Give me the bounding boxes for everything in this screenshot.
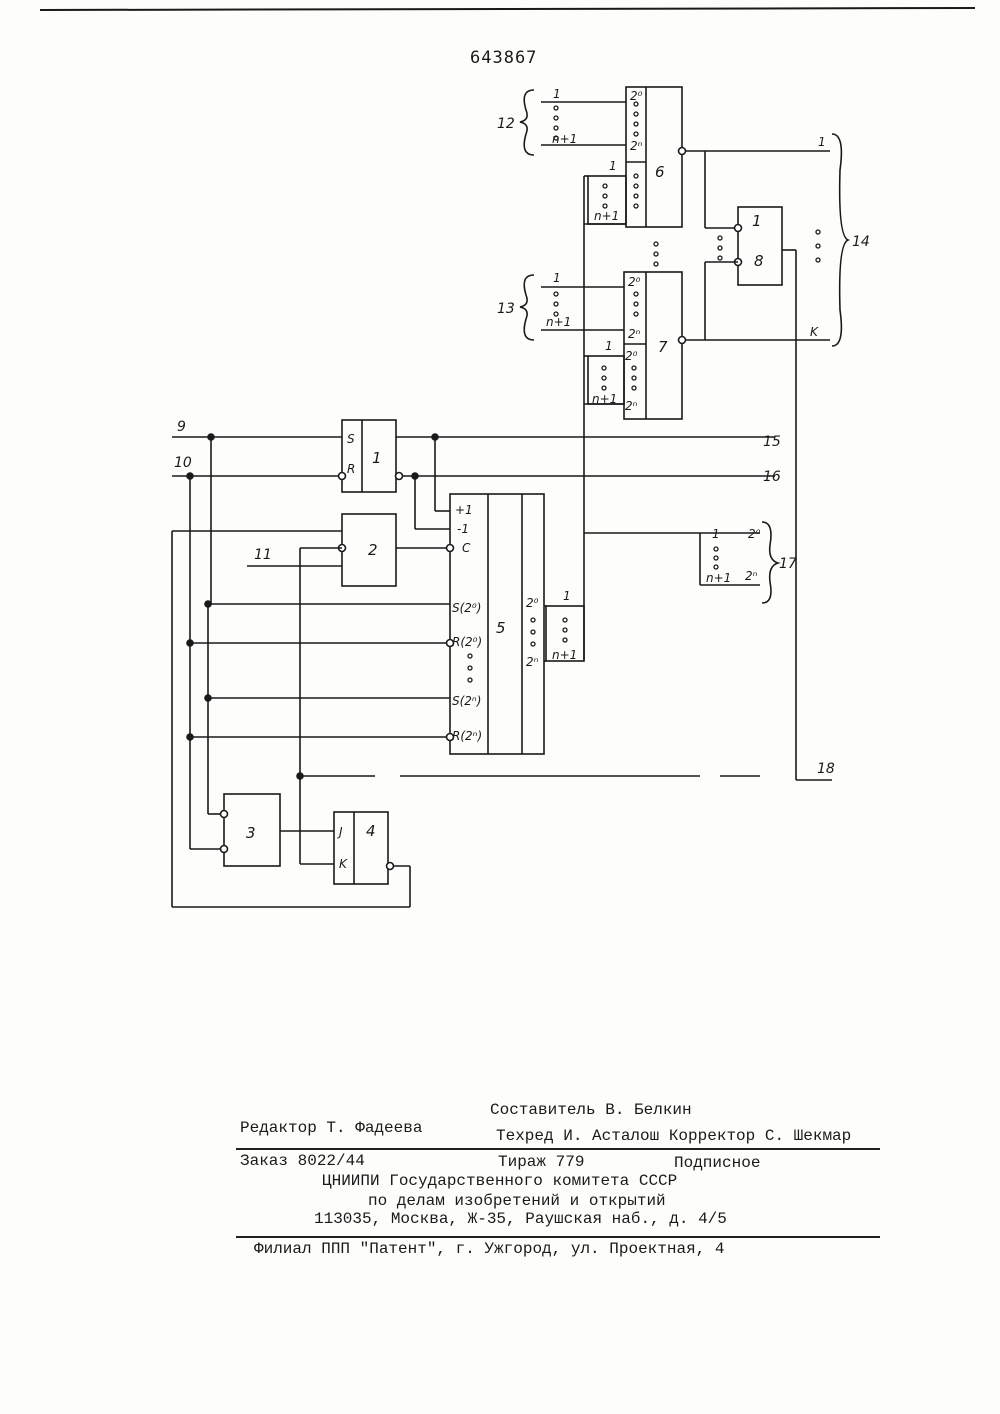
- label-block-5: 5: [496, 619, 506, 637]
- line-label-13: 13: [497, 301, 515, 317]
- line-label-11: 11: [254, 547, 272, 563]
- circuit-diagram: 6 7 8 1 1 2 3 4 5 2⁰ 2ⁿ 1 n+1 1 n+1 2⁰ 2…: [0, 0, 1000, 1000]
- port-5-s2n: S(2ⁿ): [452, 694, 481, 708]
- imprint-org2: по делам изобретений и открытий: [368, 1192, 666, 1210]
- imprint-rule-bottom: [236, 1236, 880, 1238]
- line-label-14: 14: [852, 234, 870, 250]
- line-label-18: 18: [817, 761, 835, 777]
- port-4-k: K: [339, 857, 348, 871]
- port-7-or-1: 1: [605, 339, 613, 353]
- port-7-or-n1: n+1: [592, 392, 617, 406]
- label-block-7: 7: [658, 338, 668, 356]
- imprint-order: Заказ 8022/44: [240, 1152, 365, 1170]
- bus-13-last: n+1: [546, 315, 571, 329]
- line-label-9: 9: [177, 419, 186, 435]
- imprint-compiler: Составитель В. Белкин: [490, 1101, 692, 1119]
- port-7b-2-0: 2⁰: [625, 349, 638, 363]
- port-7-2-0: 2⁰: [628, 275, 641, 289]
- port-5-out-2-0: 2⁰: [526, 596, 539, 610]
- port-5-or-1: 1: [563, 589, 571, 603]
- port-5-plus1: +1: [455, 503, 473, 517]
- bus-17-2-n: 2ⁿ: [745, 569, 758, 583]
- imprint-editor: Редактор Т. Фадеева: [240, 1119, 422, 1137]
- imprint-circulation: Тираж 779: [498, 1153, 584, 1171]
- imprint-techred: Техред И. Асталош Корректор С. Шекмар: [496, 1127, 851, 1145]
- label-block-2: 2: [368, 541, 378, 559]
- block-7: [624, 272, 682, 419]
- bus-12-last: n+1: [552, 132, 577, 146]
- imprint-rule-top: [236, 1148, 880, 1150]
- port-5-r20: R(2⁰): [452, 635, 482, 649]
- port-5-s20: S(2⁰): [452, 601, 481, 615]
- line-label-12: 12: [497, 116, 515, 132]
- port-5-or-n1: n+1: [552, 648, 577, 662]
- label-block-4: 4: [366, 822, 376, 840]
- line-label-17: 17: [779, 556, 797, 572]
- label-block-8: 8: [754, 252, 764, 270]
- port-7-2-n: 2ⁿ: [628, 327, 641, 341]
- port-6-2-n: 2ⁿ: [630, 139, 643, 153]
- line-label-10: 10: [174, 455, 192, 471]
- port-7b-2-n: 2ⁿ: [625, 399, 638, 413]
- port-6-or-n1: n+1: [594, 209, 619, 223]
- port-5-r2n: R(2ⁿ): [452, 729, 482, 743]
- label-block-6: 6: [655, 163, 665, 181]
- imprint-branch: Филиал ППП "Патент", г. Ужгород, ул. Про…: [254, 1240, 724, 1258]
- port-6-or-1: 1: [609, 159, 617, 173]
- bus-17-last: n+1: [706, 571, 731, 585]
- block-4: [334, 812, 388, 884]
- line-label-15: 15: [763, 434, 781, 450]
- output-k-label: K: [810, 325, 819, 339]
- imprint-subscription: Подписное: [674, 1154, 760, 1172]
- output-1-label: 1: [818, 135, 826, 149]
- port-4-j: J: [337, 825, 343, 839]
- bus-13-first: 1: [553, 271, 561, 285]
- line-label-16: 16: [763, 469, 781, 485]
- port-5-minus1: -1: [457, 522, 469, 536]
- label-block-3: 3: [246, 824, 256, 842]
- port-5-out-2-n: 2ⁿ: [526, 655, 539, 669]
- imprint-address: 113035, Москва, Ж-35, Раушская наб., д. …: [314, 1210, 727, 1228]
- imprint-org1: ЦНИИПИ Государственного комитета СССР: [322, 1172, 677, 1190]
- port-1-r: R: [347, 462, 355, 476]
- bus-17-first: 1: [712, 527, 720, 541]
- port-5-c: C: [462, 541, 471, 555]
- port-1-s: S: [347, 432, 355, 446]
- port-6-2-0: 2⁰: [630, 89, 643, 103]
- bus-17-2-0: 2⁰: [748, 527, 761, 541]
- bus-12-first: 1: [553, 87, 561, 101]
- block-1: [342, 420, 396, 492]
- label-block-1: 1: [372, 449, 382, 467]
- label-block-or: 1: [752, 212, 762, 230]
